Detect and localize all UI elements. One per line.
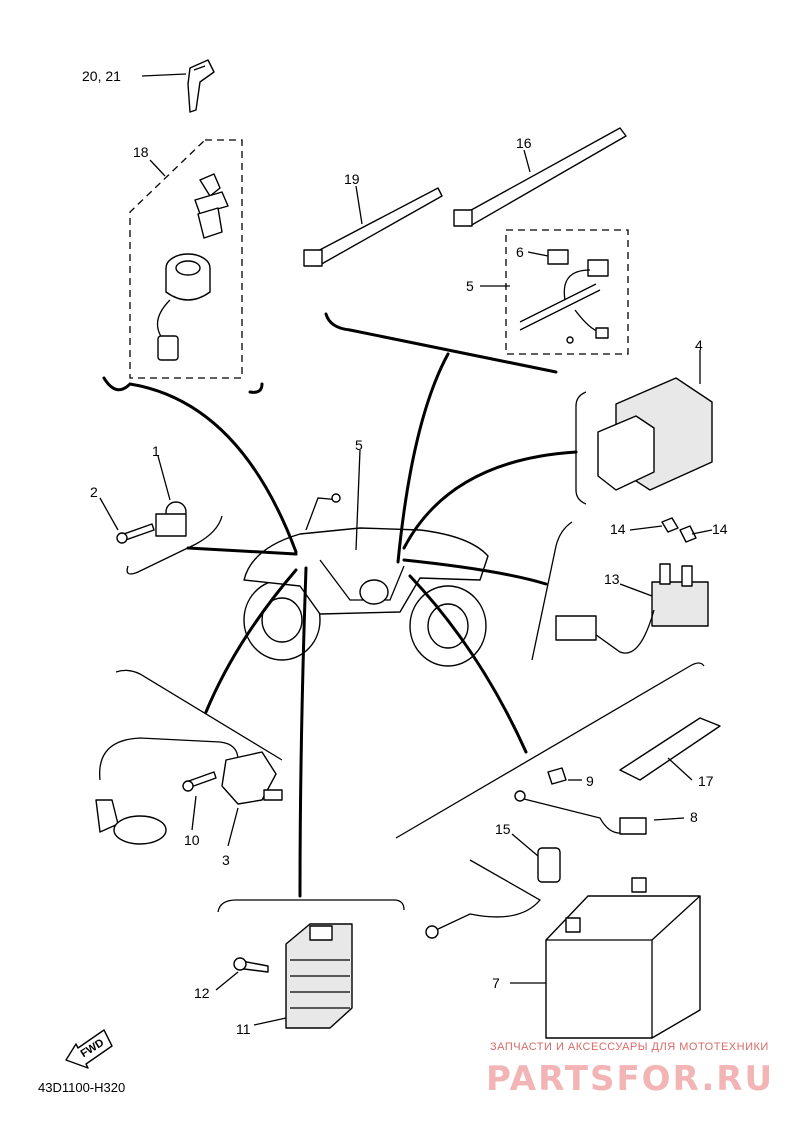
callout-6: 6 <box>516 244 524 260</box>
battery-group <box>395 662 721 1039</box>
callout-11: 11 <box>236 1021 251 1037</box>
connector-lines <box>102 312 578 898</box>
leader-12 <box>215 971 239 991</box>
leader-5-mid <box>355 449 361 551</box>
callout-20-21: 20, 21 <box>82 68 121 84</box>
callout-16: 16 <box>516 135 532 151</box>
callout-10: 10 <box>184 832 200 848</box>
callout-5-mid: 5 <box>355 437 363 453</box>
cable-tie-16 <box>453 127 627 227</box>
callout-2: 2 <box>90 484 98 500</box>
fwd-arrow-icon <box>65 1029 113 1069</box>
callout-8: 8 <box>690 809 698 825</box>
leader-1 <box>157 455 171 501</box>
leader-15 <box>511 833 539 857</box>
ignition-switch-group <box>129 139 243 379</box>
leader-6 <box>527 251 549 257</box>
rectifier-group <box>215 899 405 1029</box>
callout-12: 12 <box>194 985 210 1001</box>
leader-8 <box>653 817 685 821</box>
watermark-brand: PARTSFOR.RU <box>486 1059 774 1099</box>
atv-illustration <box>243 449 489 667</box>
callout-7: 7 <box>492 975 500 991</box>
callout-15: 15 <box>495 821 511 837</box>
callout-18: 18 <box>133 144 149 160</box>
leader-18 <box>149 159 166 177</box>
leader-10 <box>191 795 197 831</box>
callout-4: 4 <box>695 337 703 353</box>
leader-2 <box>99 497 119 531</box>
leader-17 <box>667 757 693 781</box>
wire-harness-group <box>480 229 629 355</box>
starter-relay-group <box>531 517 713 661</box>
leader-16 <box>523 149 531 173</box>
callout-19: 19 <box>344 171 360 187</box>
leader-14a <box>629 525 663 531</box>
callout-9: 9 <box>586 773 594 789</box>
key-part <box>141 59 215 113</box>
callout-1: 1 <box>152 443 160 459</box>
callout-14b: 14 <box>712 521 728 537</box>
callout-3: 3 <box>222 852 230 868</box>
leader-20-21 <box>141 73 187 77</box>
leader-13 <box>619 583 653 597</box>
leader-19 <box>355 185 363 225</box>
callout-17: 17 <box>698 773 714 789</box>
switch-1-group <box>99 455 223 575</box>
cable-tie-19 <box>303 185 443 267</box>
ignition-coil-group <box>95 669 283 847</box>
callout-13: 13 <box>604 571 620 587</box>
leader-3 <box>227 807 239 847</box>
watermark-caption: ЗАПЧАСТИ И АКСЕССУАРЫ ДЛЯ МОТОТЕХНИКИ <box>490 1041 769 1053</box>
callout-5-top: 5 <box>466 278 474 294</box>
cdi-unit-group <box>575 350 713 505</box>
callout-14a: 14 <box>610 521 626 537</box>
leader-11 <box>253 1017 287 1026</box>
document-id: 43D1100-H320 <box>38 1080 125 1095</box>
leader-14b <box>691 529 713 535</box>
